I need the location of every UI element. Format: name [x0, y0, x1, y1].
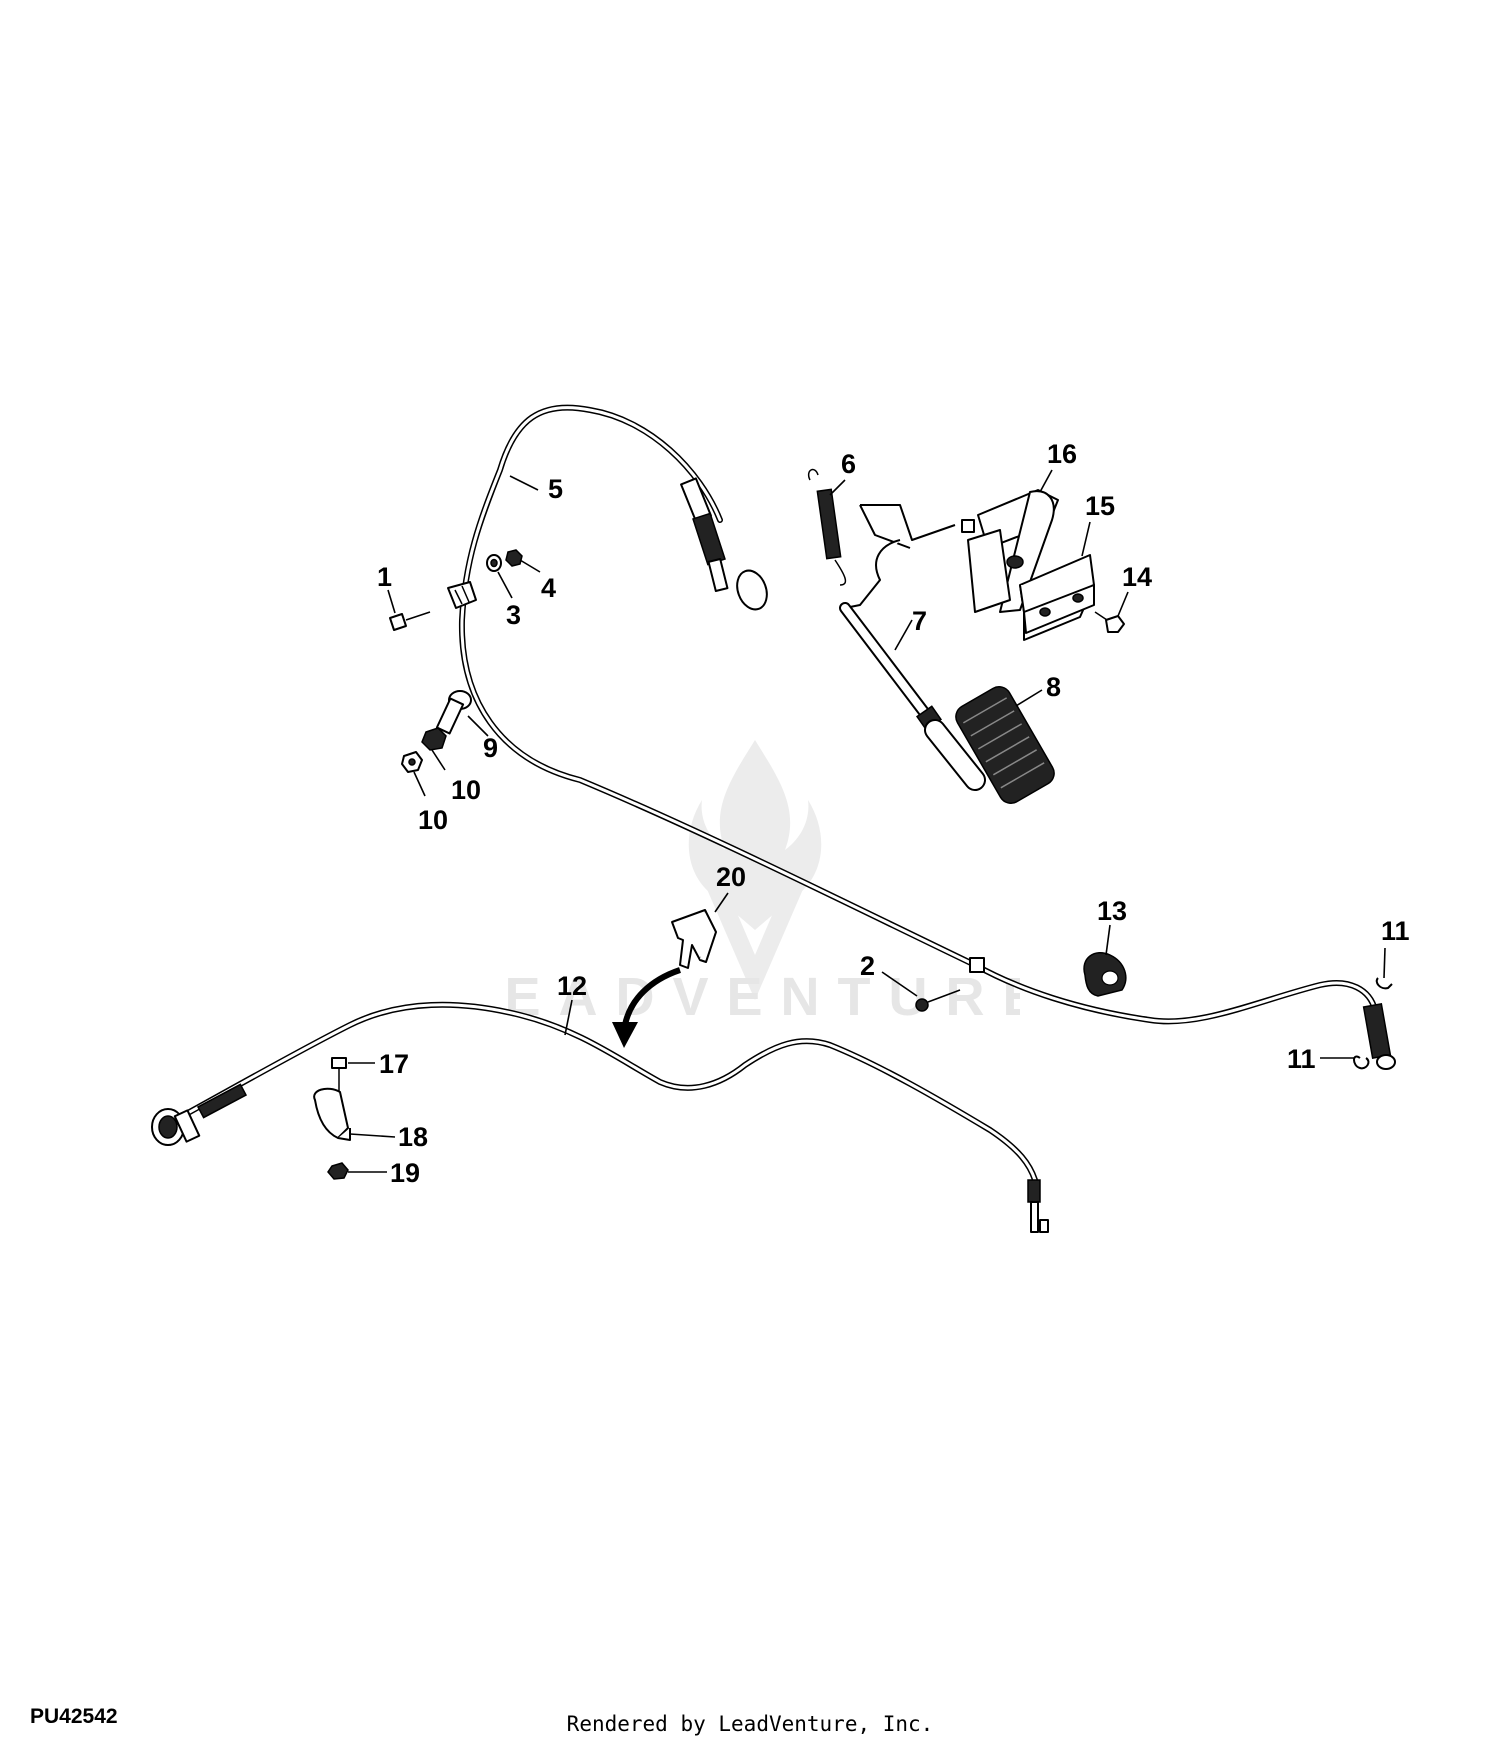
cable-5-spring-end: [1362, 1002, 1396, 1070]
figure-id: PU42542: [30, 1705, 118, 1728]
callout-15: 15: [1085, 491, 1115, 521]
screw-2[interactable]: [915, 989, 961, 1012]
leader-lines: [348, 469, 1386, 1173]
callout-18: 18: [398, 1122, 428, 1152]
callout-6: 6: [841, 449, 856, 479]
pivot-bracket-16[interactable]: [961, 489, 1059, 613]
callout-10-upper: 10: [451, 775, 481, 805]
callout-8: 8: [1046, 672, 1061, 702]
pedal-rod-7[interactable]: [839, 504, 986, 791]
callout-20: 20: [716, 862, 746, 892]
callout-13: 13: [1097, 896, 1127, 926]
cable-12[interactable]: [151, 1001, 1049, 1233]
callout-7: 7: [912, 606, 927, 636]
clamp-13[interactable]: [1083, 952, 1127, 997]
shoulder-bolt-9[interactable]: [435, 690, 472, 735]
cable-clamp-upper: [447, 581, 477, 609]
plate-15[interactable]: [1019, 554, 1095, 641]
cable-5-mid-clamp: [969, 957, 985, 973]
nut-10-upper[interactable]: [421, 727, 447, 751]
e-clip-11-upper[interactable]: [1375, 977, 1393, 990]
callout-19: 19: [390, 1158, 420, 1188]
nut-10-lower[interactable]: [401, 751, 423, 773]
callout-10-lower: 10: [418, 805, 448, 835]
bolt-14[interactable]: [1094, 611, 1125, 633]
nut-4[interactable]: [505, 549, 523, 567]
callout-2: 2: [860, 951, 875, 981]
cable-bracket-18[interactable]: [313, 1087, 351, 1141]
callout-12: 12: [557, 971, 587, 1001]
callout-4: 4: [541, 573, 556, 603]
callout-11-lower: 11: [1287, 1044, 1316, 1074]
watermark-text: LEADVENTURE: [490, 967, 1020, 1027]
callout-14: 14: [1122, 562, 1152, 592]
nut-19[interactable]: [327, 1162, 349, 1180]
leadventure-watermark: LEADVENTURE: [490, 740, 1020, 1027]
callout-17: 17: [379, 1049, 409, 1079]
cable-12-knob: [151, 1083, 248, 1146]
cable-5[interactable]: [458, 404, 1396, 1070]
callout-16: 16: [1047, 439, 1077, 469]
bolt-1[interactable]: [389, 611, 431, 631]
callout-11-upper: 11: [1381, 916, 1410, 946]
watermark-flame-logo: [688, 740, 822, 1000]
cable-5-upper-end: [680, 477, 768, 611]
callout-labels: 1 2 3 4 5 6 7 8 9 10 10 11 11 12 13 14 1…: [377, 439, 1410, 1188]
spring-6[interactable]: [807, 468, 847, 586]
install-arrow: [612, 967, 681, 1048]
cable-12-lower-end: [1027, 1179, 1049, 1233]
render-credit: Rendered by LeadVenture, Inc.: [566, 1712, 934, 1736]
callout-1: 1: [377, 562, 392, 592]
pedal-pad-8[interactable]: [952, 682, 1059, 807]
clip-20[interactable]: [671, 909, 717, 969]
callout-5: 5: [548, 474, 563, 504]
callout-9: 9: [483, 733, 498, 763]
washer-3[interactable]: [486, 554, 502, 572]
e-clip-11-lower[interactable]: [1353, 1055, 1370, 1070]
callout-3: 3: [506, 600, 521, 630]
